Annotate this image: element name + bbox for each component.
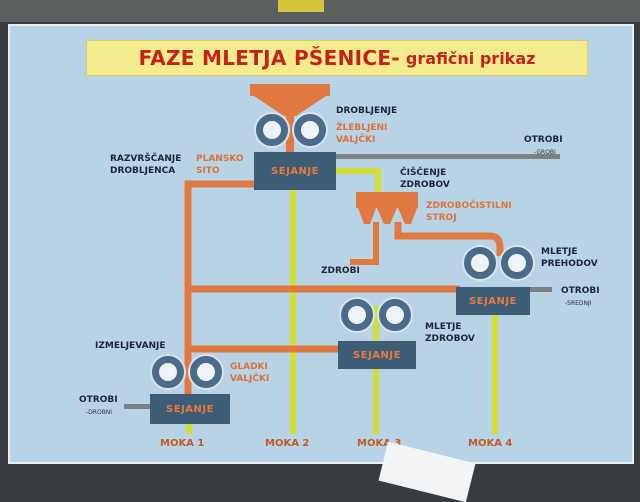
label-izmeljevanje: IZMELJEVANJE — [95, 341, 166, 351]
funnel-top — [250, 84, 330, 96]
label-otrobi-top: OTROBI — [524, 135, 563, 145]
fluted-rollers — [254, 112, 328, 148]
label-plansko-2: SITO — [196, 166, 220, 176]
moka-4-label: MOKA 4 — [468, 438, 513, 449]
purifier-cone-3 — [398, 208, 417, 224]
label-razvrscanje-1: RAZVRŠČANJE — [110, 154, 182, 164]
label-ciscenje-2: ZDROBOV — [400, 180, 450, 190]
label-mletje-zdrobov-2: ZDROBOV — [425, 334, 475, 344]
yellow-tape — [278, 0, 324, 12]
label-zdrobocistilni-1: ZDROBOČISTILNI — [426, 201, 512, 211]
label-ciscenje-1: ČIŠČENJE — [400, 168, 447, 178]
sifter-box-3: SEJANJE — [338, 341, 416, 369]
purifier-top — [356, 192, 418, 208]
pipe-zdrobi — [350, 222, 379, 265]
label-gladki-1: GLADKI — [230, 362, 268, 372]
label-otrobi-top-sub: -GROBI — [534, 149, 556, 156]
title-sub: grafični prikaz — [405, 48, 536, 68]
flour-pipe-3b — [373, 368, 379, 434]
bran-pipe-middle — [530, 287, 552, 292]
label-mletje-prehodov-2: PREHODOV — [541, 259, 598, 269]
purifier-cone-1 — [358, 208, 376, 224]
title-banner: FAZE MLETJA PŠENICE- grafični prikaz — [86, 40, 588, 76]
label-drobljenje: DROBLJENJE — [336, 106, 398, 116]
semolina-rollers — [339, 297, 413, 333]
label-otrobi-low-sub: -DROBNI — [86, 409, 113, 416]
label-zdrobi: ZDROBI — [321, 266, 360, 276]
label-plansko-1: PLANSKO — [196, 154, 244, 164]
moka-1-label: MOKA 1 — [160, 438, 205, 449]
bran-pipe-top — [335, 154, 560, 159]
sifter-box-2: SEJANJE — [456, 287, 530, 315]
pipe-sifter-down — [184, 180, 254, 394]
label-otrobi-mid-sub: -SREDNJI — [565, 300, 592, 307]
pipe-purifier-to-pass — [394, 222, 504, 256]
title-main: FAZE MLETJA PŠENICE- — [138, 46, 400, 70]
label-zlebljeni-1: ŽLEBLJENI — [336, 123, 388, 133]
purifier-cone-2 — [377, 208, 397, 224]
sifter-box-4: SEJANJE — [150, 394, 230, 424]
label-mletje-prehodov-1: MLETJE — [541, 247, 578, 257]
moka-3-label: MOKA 3 — [357, 438, 402, 449]
moka-2-label: MOKA 2 — [265, 438, 310, 449]
label-otrobi-low: OTROBI — [79, 395, 118, 405]
flour-pipe-1 — [186, 424, 192, 434]
label-gladki-2: VALJČKI — [230, 374, 270, 384]
flour-pipe-3a — [373, 306, 379, 346]
smooth-rollers — [150, 354, 224, 390]
sifter-box-1: SEJANJE — [254, 152, 336, 190]
label-otrobi-mid: OTROBI — [561, 286, 600, 296]
flour-pipe-2 — [290, 190, 296, 434]
flour-pipe-4 — [492, 313, 498, 434]
process-diagram — [124, 84, 560, 434]
pass-rollers — [462, 245, 535, 281]
label-razvrscanje-2: DROBLJENCA — [110, 166, 176, 176]
label-zlebljeni-2: VALJČKI — [336, 135, 376, 145]
label-zdrobocistilni-2: STROJ — [426, 213, 457, 223]
label-mletje-zdrobov-1: MLETJE — [425, 322, 462, 332]
funnel-chute — [286, 116, 294, 152]
bran-pipe-low — [124, 404, 150, 409]
funnel-cone — [254, 96, 326, 116]
